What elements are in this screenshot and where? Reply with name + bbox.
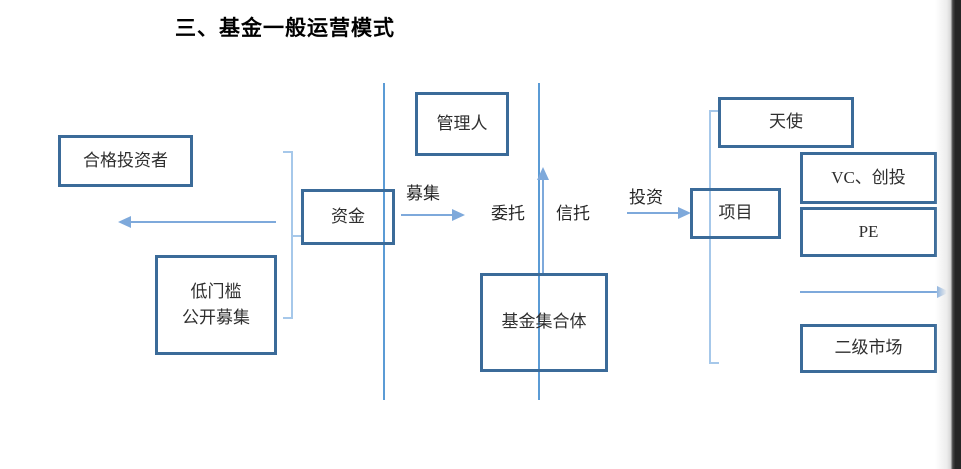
- page-title: 三、基金一般运营模式: [175, 17, 395, 40]
- arrow-raise-shaft: [401, 214, 453, 216]
- node-angel-label: 天使: [769, 112, 803, 132]
- node-pe: PE: [800, 207, 937, 257]
- node-low-threshold-public-raise: 低门槛 公开募集: [155, 255, 277, 355]
- node-low-threshold-line1: 低门槛: [190, 281, 242, 301]
- node-angel: 天使: [718, 97, 854, 148]
- node-qualified-investors: 合格投资者: [58, 135, 193, 187]
- node-funds: 资金: [301, 189, 395, 245]
- arrow-to-investors-head: [118, 216, 131, 228]
- arrow-to-secondary-market-shaft: [800, 291, 938, 293]
- divider-line-right: [538, 83, 540, 400]
- arrow-invest-head: [678, 207, 691, 219]
- arrow-to-investors-shaft: [130, 221, 276, 223]
- label-raise: 募集: [406, 184, 440, 203]
- node-pe-label: PE: [858, 221, 879, 241]
- window-edge-shadow: [935, 0, 961, 469]
- node-vc-venture: VC、创投: [800, 152, 937, 204]
- label-trust: 信托: [556, 204, 590, 223]
- arrow-invest-shaft: [627, 212, 679, 214]
- node-qualified-investors-label: 合格投资者: [83, 150, 168, 170]
- node-vc-venture-label: VC、创投: [831, 167, 906, 187]
- node-funds-label: 资金: [331, 206, 365, 226]
- label-entrust: 委托: [491, 204, 525, 223]
- node-project-label: 项目: [718, 203, 753, 223]
- arrow-raise-head: [452, 209, 465, 221]
- divider-line-left: [383, 83, 385, 400]
- arrow-up-trust-head: [537, 167, 549, 180]
- label-invest: 投资: [629, 188, 663, 207]
- node-project: 项目: [690, 188, 781, 239]
- node-low-threshold-line2: 公开募集: [182, 308, 250, 327]
- arrow-up-trust-shaft: [542, 179, 544, 273]
- node-secondary-market-label: 二级市场: [834, 338, 903, 358]
- node-fund-collective-label: 基金集合体: [501, 312, 587, 332]
- node-manager: 管理人: [415, 92, 509, 156]
- node-secondary-market: 二级市场: [800, 324, 937, 373]
- node-fund-collective: 基金集合体: [480, 273, 608, 372]
- bracket-left-connector: [292, 235, 302, 237]
- node-manager-label: 管理人: [436, 113, 488, 133]
